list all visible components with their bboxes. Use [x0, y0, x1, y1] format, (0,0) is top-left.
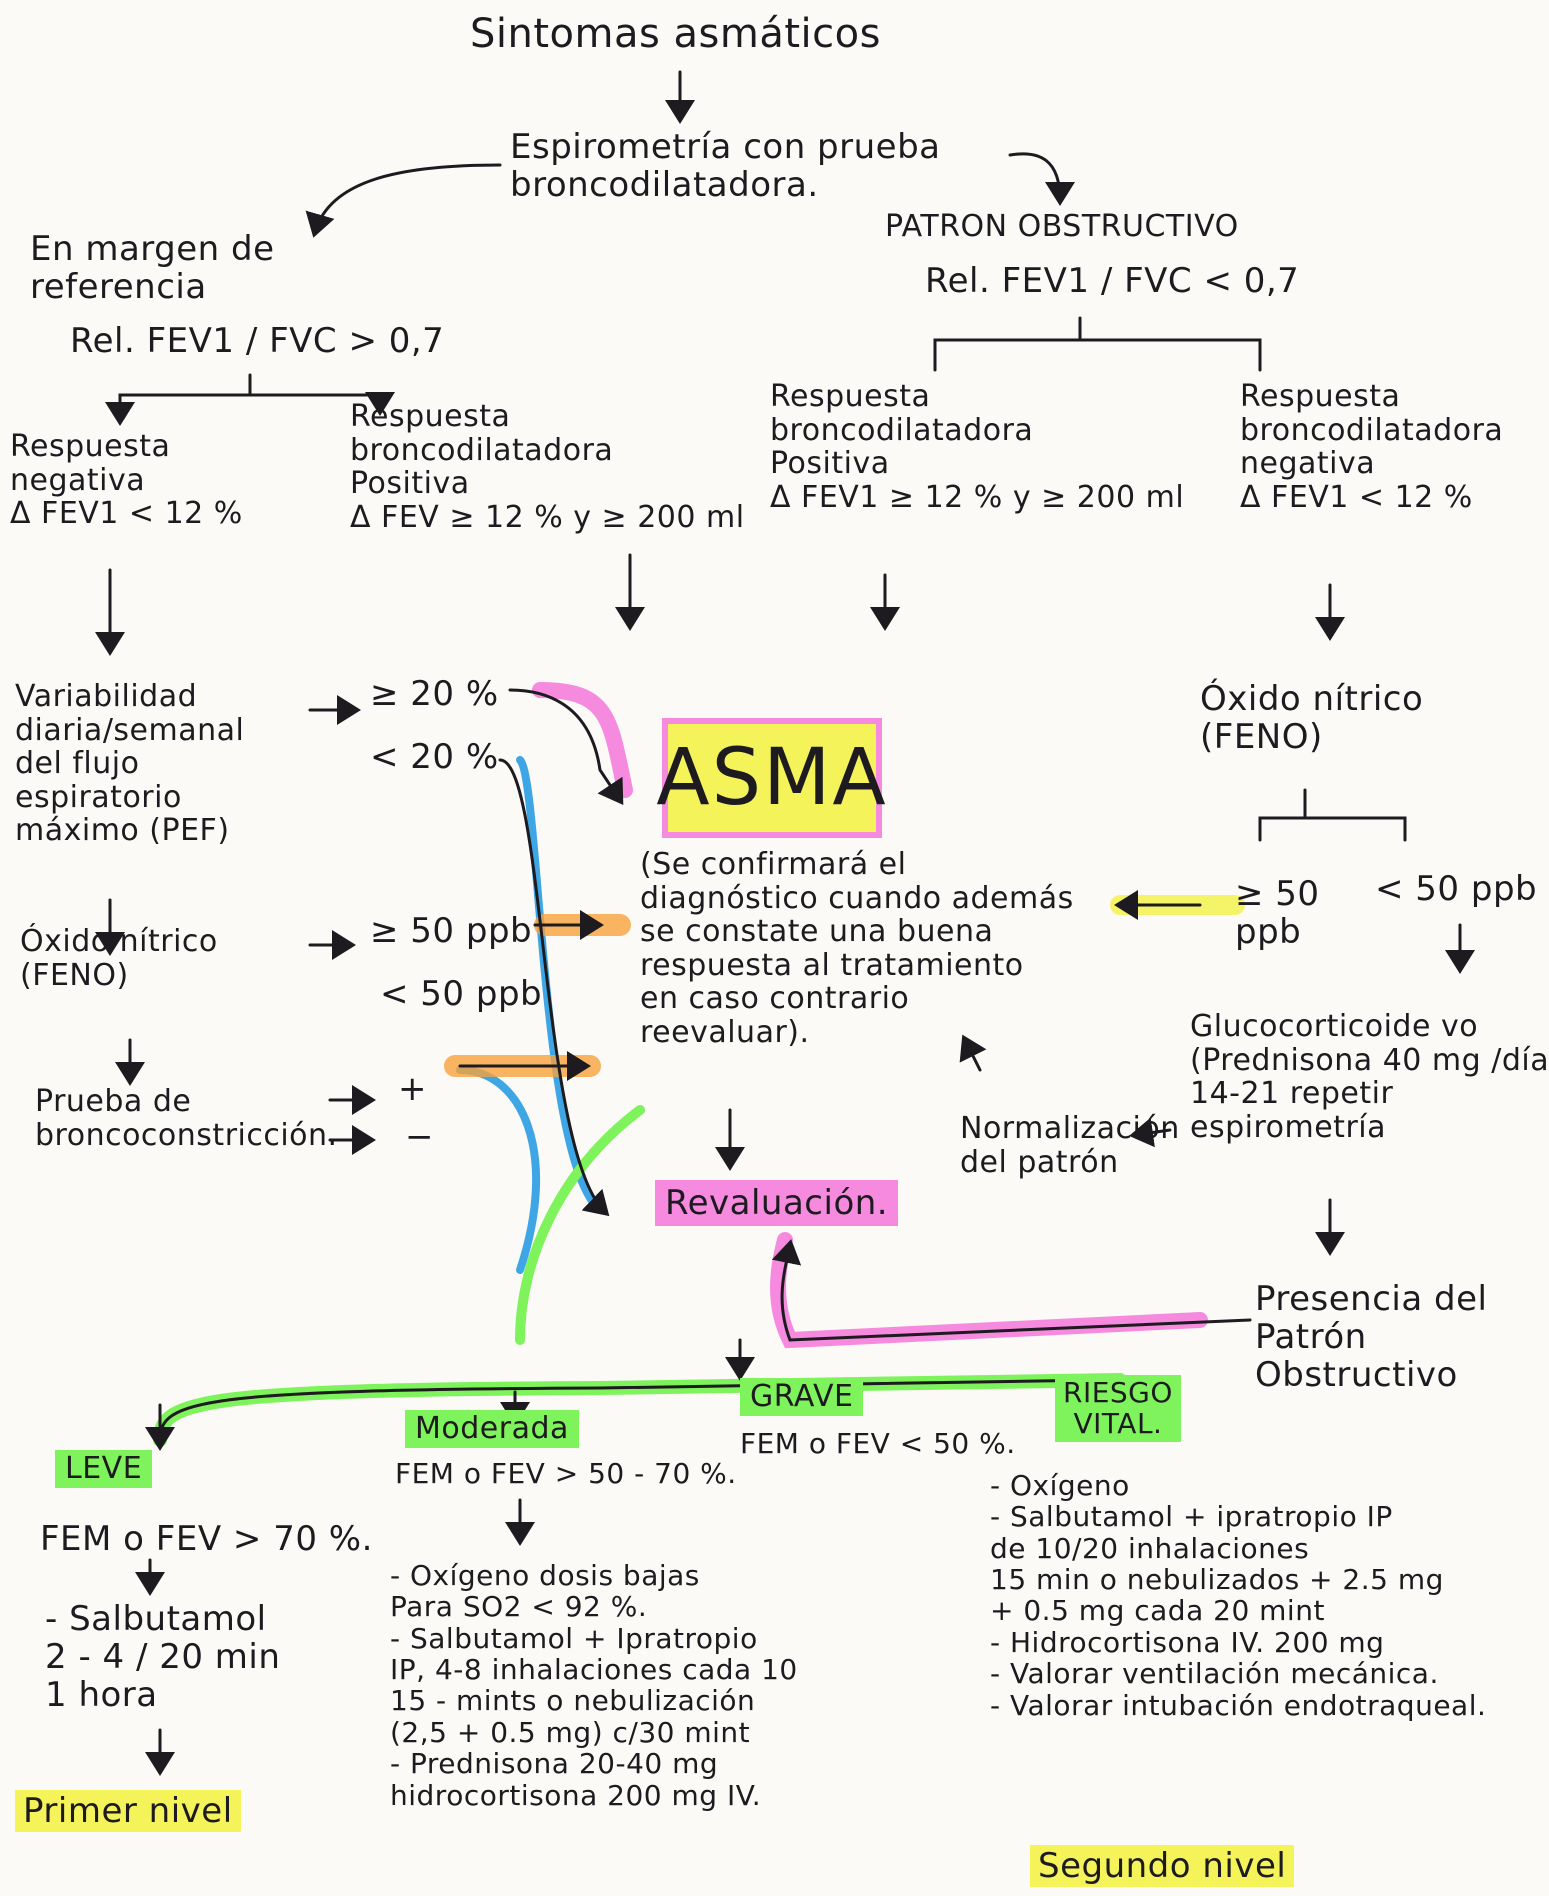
- left-pos-response: Respuesta broncodilatadora Positiva Δ FE…: [350, 399, 745, 535]
- asma-node: ASMA: [656, 718, 886, 838]
- moderada-treat: - Oxígeno dosis bajas Para SO2 < 92 %. -…: [390, 1559, 798, 1812]
- pef-node: Variabilidad diaria/semanal del flujo es…: [15, 679, 245, 849]
- leve-fem: FEM o FEV > 70 %.: [40, 1519, 373, 1559]
- confirm-note: (Se confirmará el diagnóstico cuando ade…: [640, 847, 1074, 1050]
- connector-arrows: [95, 70, 1475, 1776]
- pef-high: ≥ 20 %: [370, 674, 499, 714]
- riesgo-treat: - Oxígeno - Salbutamol + ipratropio IP d…: [990, 1469, 1487, 1722]
- broncho-node: Prueba de broncoconstricción.: [35, 1084, 338, 1153]
- gluco-node: Glucocorticoide vo (Prednisona 40 mg /dí…: [1190, 1009, 1549, 1145]
- grave-label: GRAVE: [740, 1378, 864, 1416]
- title: Sintomas asmáticos: [470, 11, 881, 57]
- right-feno-high: ≥ 50 ppb: [1235, 874, 1320, 953]
- left-heading: En margen de referencia: [30, 229, 275, 308]
- leve-level: Primer nivel: [15, 1790, 241, 1833]
- right-ratio: Rel. FEV1 / FVC < 0,7: [925, 261, 1300, 301]
- normal-node: Normalización del patrón: [960, 1111, 1180, 1180]
- left-ratio: Rel. FEV1 / FVC > 0,7: [70, 321, 445, 361]
- left-feno: Óxido nítrico (FENO): [20, 924, 218, 993]
- left-neg-response: Respuesta negativa Δ FEV1 < 12 %: [10, 429, 243, 532]
- reeval-node: Revaluación.: [655, 1180, 899, 1227]
- leve-treat: - Salbutamol 2 - 4 / 20 min 1 hora: [45, 1599, 281, 1716]
- riesgo-level: Segundo nivel: [1030, 1845, 1295, 1888]
- left-feno-low: < 50 ppb: [380, 974, 543, 1014]
- pef-low: < 20 %: [370, 737, 499, 777]
- spirometry-node: Espirometría con prueba broncodilatadora…: [510, 127, 941, 206]
- right-feno: Óxido nítrico (FENO): [1200, 679, 1424, 758]
- riesgo-label: RIESGO VITAL.: [1055, 1375, 1181, 1442]
- broncho-plus: +: [398, 1069, 427, 1109]
- right-heading: PATRON OBSTRUCTIVO: [885, 209, 1239, 244]
- moderada-fem: FEM o FEV > 50 - 70 %.: [395, 1457, 737, 1490]
- persist-node: Presencia del Patrón Obstructivo: [1255, 1279, 1488, 1396]
- moderada-label: Moderada: [405, 1410, 579, 1448]
- broncho-minus: −: [405, 1117, 434, 1157]
- right-neg-response: Respuesta broncodilatadora negativa Δ FE…: [1240, 379, 1504, 515]
- left-feno-high: ≥ 50 ppb: [370, 911, 533, 951]
- right-pos-response: Respuesta broncodilatadora Positiva Δ FE…: [770, 379, 1185, 515]
- leve-label: LEVE: [55, 1450, 153, 1488]
- right-feno-low: < 50 ppb: [1375, 869, 1538, 909]
- grave-fem: FEM o FEV < 50 %.: [740, 1427, 1016, 1460]
